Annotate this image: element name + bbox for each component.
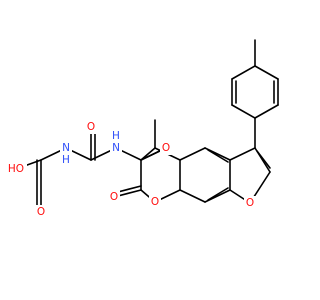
atom-label-gly-carbonyl-oxygen: O: [87, 121, 95, 133]
bond-26: [207, 149, 229, 163]
bond-21: [179, 147, 206, 161]
atom-label-amide-hydrogen-1: H: [62, 154, 70, 166]
molecule-structure: HO O N H O N H O O O O: [5, 39, 279, 219]
atom-label-amide-nitrogen-1: N: [62, 142, 70, 154]
atom-label-lactone-ring-oxygen: O: [151, 196, 159, 208]
bond-39: [254, 104, 279, 119]
atom-label-hydroxyl: HO: [8, 163, 24, 175]
atom-label-lactone-carbonyl-oxygen: O: [110, 191, 118, 203]
atom-label-amide-hydrogen-2: H: [112, 130, 120, 142]
atom-label-layer: HO O N H O N H O O O O: [5, 120, 256, 219]
bond-34: [231, 104, 256, 119]
atom-label-furan-oxygen: O: [246, 197, 254, 209]
bond-28: [229, 147, 256, 161]
bond-37: [254, 65, 279, 80]
bond-19: [140, 147, 156, 161]
bond-27: [207, 187, 229, 201]
bond-layer: [15, 39, 279, 213]
atom-label-acid-carbonyl-oxygen: O: [37, 206, 45, 218]
bond-32: [256, 150, 271, 169]
bond-25: [179, 189, 206, 203]
atom-label-amide-oxygen: O: [162, 142, 170, 154]
atom-label-amide-nitrogen-2: N: [112, 142, 120, 154]
bond-36: [231, 65, 256, 80]
